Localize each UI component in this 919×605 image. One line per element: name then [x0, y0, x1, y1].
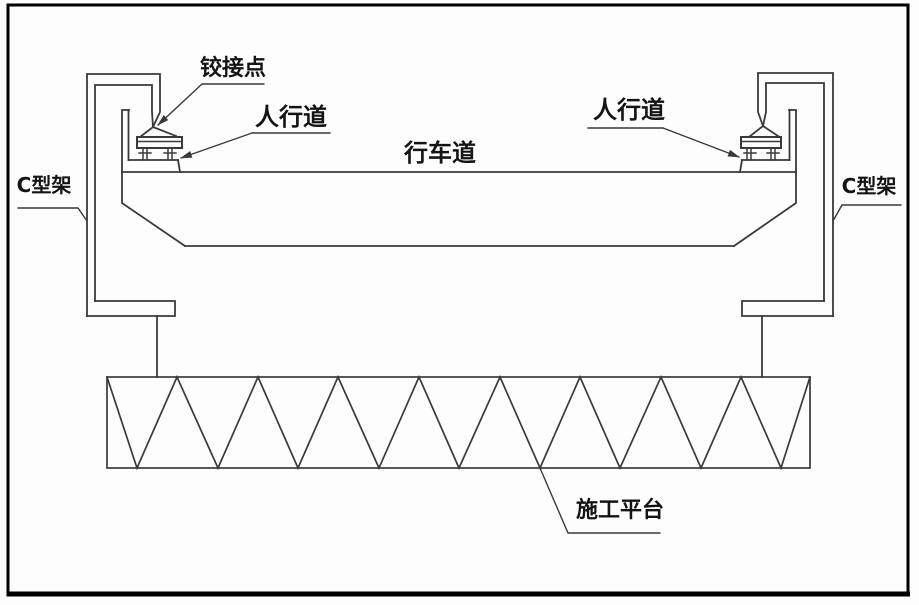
truss-platform	[105, 374, 812, 471]
deck-left-web	[121, 109, 187, 248]
hinge-bearing-left	[136, 125, 183, 161]
hinge-bearing-right	[740, 124, 782, 161]
bridge-deck	[121, 109, 797, 248]
label-c-frame-left: C型架	[17, 173, 72, 197]
hinge-cone-left	[138, 125, 178, 139]
label-sidewalk-right: 人行道	[593, 96, 665, 124]
bearing-plate-left	[136, 136, 183, 149]
label-construction-platform: 施工平台	[576, 497, 664, 523]
sidewalk-step-left	[176, 158, 182, 174]
label-hinge-point: 铰接点	[200, 55, 266, 81]
bearing-legs-left	[138, 147, 177, 161]
label-roadway: 行车道	[403, 139, 476, 167]
leader-sidewalk-left	[180, 132, 331, 159]
c-frame-left-inner-line	[94, 84, 154, 302]
leader-c-frame-right	[832, 204, 902, 222]
leader-construction-platform	[539, 467, 661, 534]
sidewalk-step-right	[738, 158, 744, 174]
label-sidewalk-left: 人行道	[255, 103, 327, 131]
bearing-legs-right	[743, 147, 780, 161]
c-frame-right-foot	[741, 300, 834, 317]
c-frame-right-inner-line	[761, 82, 825, 302]
hinge-cone-right	[747, 124, 780, 139]
deck-right-web	[732, 109, 797, 248]
bearing-plate-right	[740, 136, 782, 149]
leader-hinge-point	[157, 83, 265, 126]
c-frame-right-outer-line	[757, 72, 834, 317]
c-frame-right	[741, 72, 834, 378]
c-frame-left-foot	[86, 300, 176, 317]
label-c-frame-right: C型架	[842, 174, 897, 198]
leader-c-frame-left	[17, 207, 88, 222]
truss-web-zigzag	[105, 374, 812, 471]
leader-sidewalk-right	[587, 127, 740, 158]
